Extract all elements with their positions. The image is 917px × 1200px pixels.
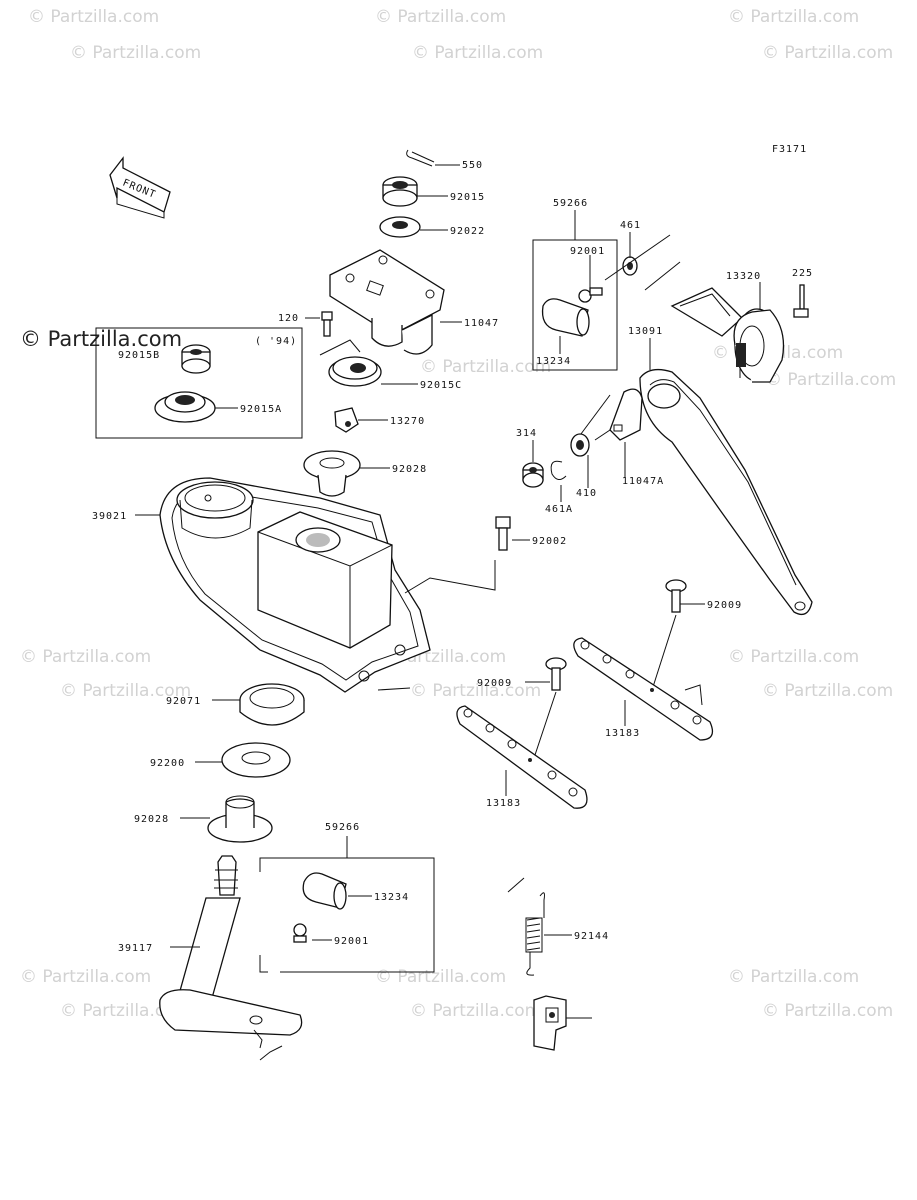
- steering-arm-icon: [639, 338, 813, 616]
- screw-icon: [651, 579, 705, 691]
- watermarks: © Partzilla.com © Partzilla.com © Partzi…: [20, 7, 896, 1021]
- watermark: © Partzilla.com: [375, 967, 506, 987]
- kit-box-top: [532, 210, 618, 371]
- part-label-13183-left: 13183: [486, 798, 521, 809]
- seal-ring-icon: [212, 683, 305, 726]
- variant-inset-box: [95, 327, 303, 439]
- bracket-plate-icon: [571, 388, 643, 478]
- bushing-icon: [334, 407, 388, 433]
- part-label-410: 410: [576, 488, 597, 499]
- collar-icon: [303, 450, 390, 497]
- castle-nut-icon: [382, 176, 448, 207]
- part-label-225: 225: [792, 268, 813, 279]
- part-label-92009-left: 92009: [477, 678, 512, 689]
- part-label-13234-bottom: 13234: [374, 892, 409, 903]
- watermark: © Partzilla.com: [728, 7, 859, 27]
- diagram-code: F3171: [772, 144, 807, 155]
- cotter-pin-icon: [406, 149, 460, 167]
- lock-washer-icon: [550, 460, 567, 502]
- part-label-13234-top: 13234: [536, 356, 571, 367]
- watermark: © Partzilla.com: [20, 327, 182, 351]
- part-label-92001-top: 92001: [570, 246, 605, 257]
- part-label-13183-right: 13183: [605, 728, 640, 739]
- screw-icon: [793, 284, 809, 318]
- part-label-13091: 13091: [628, 326, 663, 337]
- watermark: © Partzilla.com: [70, 43, 201, 63]
- nut-icon: [522, 440, 544, 488]
- washer-icon: [379, 216, 448, 238]
- spring-icon: [507, 877, 572, 976]
- watermark: © Partzilla.com: [762, 681, 893, 701]
- part-label-39117: 39117: [118, 943, 153, 954]
- watermark: © Partzilla.com: [765, 370, 896, 390]
- part-label-11047: 11047: [464, 318, 499, 329]
- housing-icon: [135, 477, 431, 693]
- part-label-92015C: 92015C: [420, 380, 462, 391]
- part-label-120: 120: [278, 313, 299, 324]
- watermark: © Partzilla.com: [728, 647, 859, 667]
- part-label-39021: 39021: [92, 511, 127, 522]
- part-label-92015B: 92015B: [118, 350, 160, 361]
- watermark: © Partzilla.com: [420, 357, 551, 377]
- part-label-13320: 13320: [726, 271, 761, 282]
- collar-icon: [180, 795, 273, 843]
- steering-shaft-icon: [159, 855, 303, 1061]
- watermark: © Partzilla.com: [412, 43, 543, 63]
- bolt-icon: [305, 311, 333, 337]
- steering-plate-icon: [329, 249, 462, 355]
- kit-box-bottom: [259, 836, 435, 973]
- watermark: © Partzilla.com: [28, 7, 159, 27]
- lock-washer-icon: [604, 232, 681, 291]
- cable-clip-icon: [533, 995, 592, 1051]
- watermark: © Partzilla.com: [410, 1001, 541, 1021]
- watermark: © Partzilla.com: [20, 647, 151, 667]
- part-label-92015: 92015: [450, 192, 485, 203]
- watermark: © Partzilla.com: [60, 1001, 191, 1021]
- link-plate-icon: [573, 637, 714, 741]
- bolt-icon: [495, 516, 530, 551]
- watermark: © Partzilla.com: [728, 967, 859, 987]
- front-arrow-icon: FRONT: [109, 156, 171, 219]
- link-plate-icon: [456, 705, 588, 809]
- watermark: © Partzilla.com: [60, 681, 191, 701]
- part-label-461A: 461A: [545, 504, 573, 515]
- part-label-92002: 92002: [532, 536, 567, 547]
- part-label-92200: 92200: [150, 758, 185, 769]
- watermark: © Partzilla.com: [762, 43, 893, 63]
- part-label-59266-bottom: 59266: [325, 822, 360, 833]
- ring-nut-icon: [319, 339, 418, 387]
- pulley-icon: [670, 282, 785, 383]
- part-label-92022: 92022: [450, 226, 485, 237]
- part-label-11047A: 11047A: [622, 476, 664, 487]
- watermark: © Partzilla.com: [20, 967, 151, 987]
- part-label-92028-top: 92028: [392, 464, 427, 475]
- part-label-59266-top: 59266: [553, 198, 588, 209]
- part-label-92071: 92071: [166, 696, 201, 707]
- part-label-92028-bottom: 92028: [134, 814, 169, 825]
- watermark: © Partzilla.com: [410, 681, 541, 701]
- watermark: © Partzilla.com: [762, 1001, 893, 1021]
- part-label-461: 461: [620, 220, 641, 231]
- part-label-92001-bottom: 92001: [334, 936, 369, 947]
- part-label-92009-right: 92009: [707, 600, 742, 611]
- washer-icon: [570, 433, 590, 488]
- washer-icon: [195, 742, 291, 778]
- part-label-550: 550: [462, 160, 483, 171]
- variant-note: ( '94): [255, 336, 297, 347]
- part-label-13270: 13270: [390, 416, 425, 427]
- part-label-92015A: 92015A: [240, 404, 282, 415]
- watermark: © Partzilla.com: [375, 7, 506, 27]
- part-label-314: 314: [516, 428, 537, 439]
- part-label-92144: 92144: [574, 931, 609, 942]
